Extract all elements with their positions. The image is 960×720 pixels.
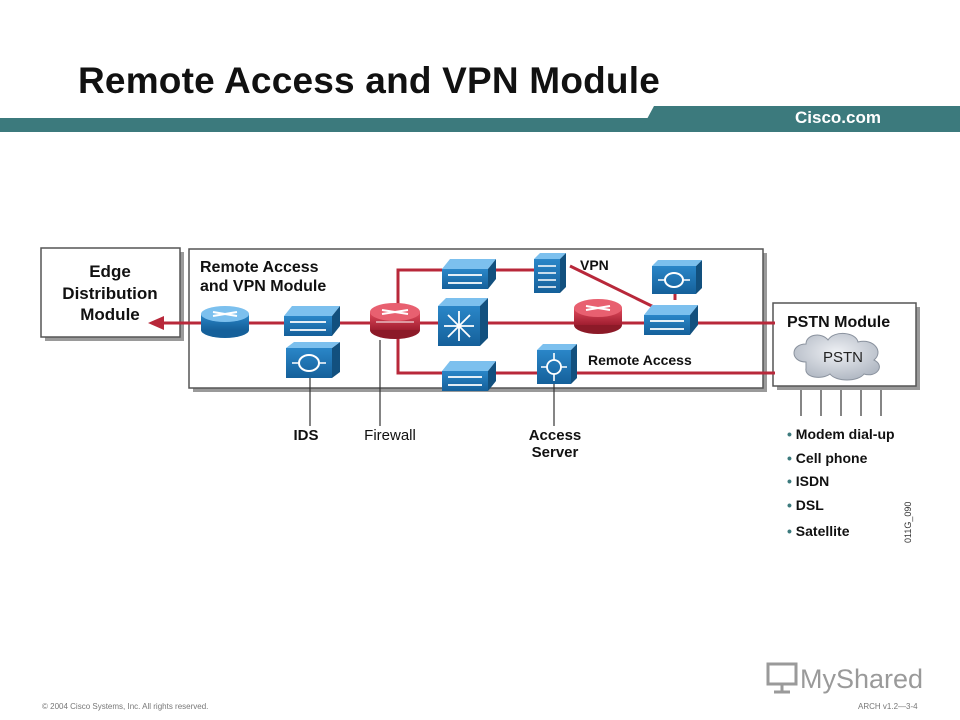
firewall-label: Firewall bbox=[364, 427, 416, 444]
edge-label-3: Module bbox=[80, 305, 140, 324]
ravpn-label-2: and VPN Module bbox=[200, 278, 326, 295]
multilayer-switch-icon bbox=[438, 298, 488, 346]
list-item: • ISDN bbox=[787, 473, 829, 489]
list-item: • Cell phone bbox=[787, 450, 868, 466]
switch-icon bbox=[644, 305, 698, 335]
access-server-icon bbox=[537, 344, 577, 384]
brand-link[interactable]: Cisco.com bbox=[795, 108, 881, 127]
ravpn-label-1: Remote Access bbox=[200, 259, 319, 276]
list-item: • Modem dial-up bbox=[787, 426, 895, 442]
firewall-icon bbox=[370, 303, 420, 339]
network-links bbox=[160, 264, 775, 375]
edge-label-1: Edge bbox=[89, 262, 131, 281]
watermark-text: MyShared bbox=[800, 664, 923, 694]
pstn-cloud-label: PSTN bbox=[823, 349, 863, 366]
figure-id: 011G_090 bbox=[903, 502, 913, 543]
switch-icon bbox=[442, 361, 496, 391]
presentation-icon bbox=[766, 662, 798, 694]
ids-sensor-icon bbox=[652, 260, 702, 294]
list-item: • DSL bbox=[787, 497, 824, 513]
router-icon bbox=[201, 306, 249, 338]
vpn-label: VPN bbox=[580, 257, 609, 273]
vpn-concentrator-icon bbox=[534, 253, 566, 293]
access-server-label-2: Server bbox=[532, 444, 579, 461]
arrow-icon bbox=[148, 316, 164, 330]
ids-label: IDS bbox=[293, 427, 318, 444]
pstn-cloud-icon: PSTN bbox=[793, 333, 880, 381]
header-tab bbox=[640, 106, 960, 132]
footer-copyright: © 2004 Cisco Systems, Inc. All rights re… bbox=[42, 702, 209, 711]
footer-code: ARCH v1.2—3-4 bbox=[858, 702, 918, 711]
edge-distribution-box: Edge Distribution Module bbox=[40, 247, 184, 341]
switch-icon bbox=[442, 259, 496, 289]
pstn-access-lines bbox=[800, 390, 882, 416]
remote-access-label: Remote Access bbox=[588, 352, 692, 368]
page-title: Remote Access and VPN Module bbox=[78, 60, 660, 101]
router-icon bbox=[574, 299, 622, 334]
pstn-title: PSTN Module bbox=[787, 314, 890, 331]
list-item: • Satellite bbox=[787, 523, 850, 539]
edge-label-2: Distribution bbox=[62, 284, 157, 303]
pstn-access-list: • Modem dial-up • Cell phone • ISDN • DS… bbox=[787, 426, 895, 539]
ids-sensor-icon bbox=[286, 342, 340, 378]
switch-icon bbox=[284, 306, 340, 336]
access-server-label-1: Access bbox=[529, 427, 582, 444]
